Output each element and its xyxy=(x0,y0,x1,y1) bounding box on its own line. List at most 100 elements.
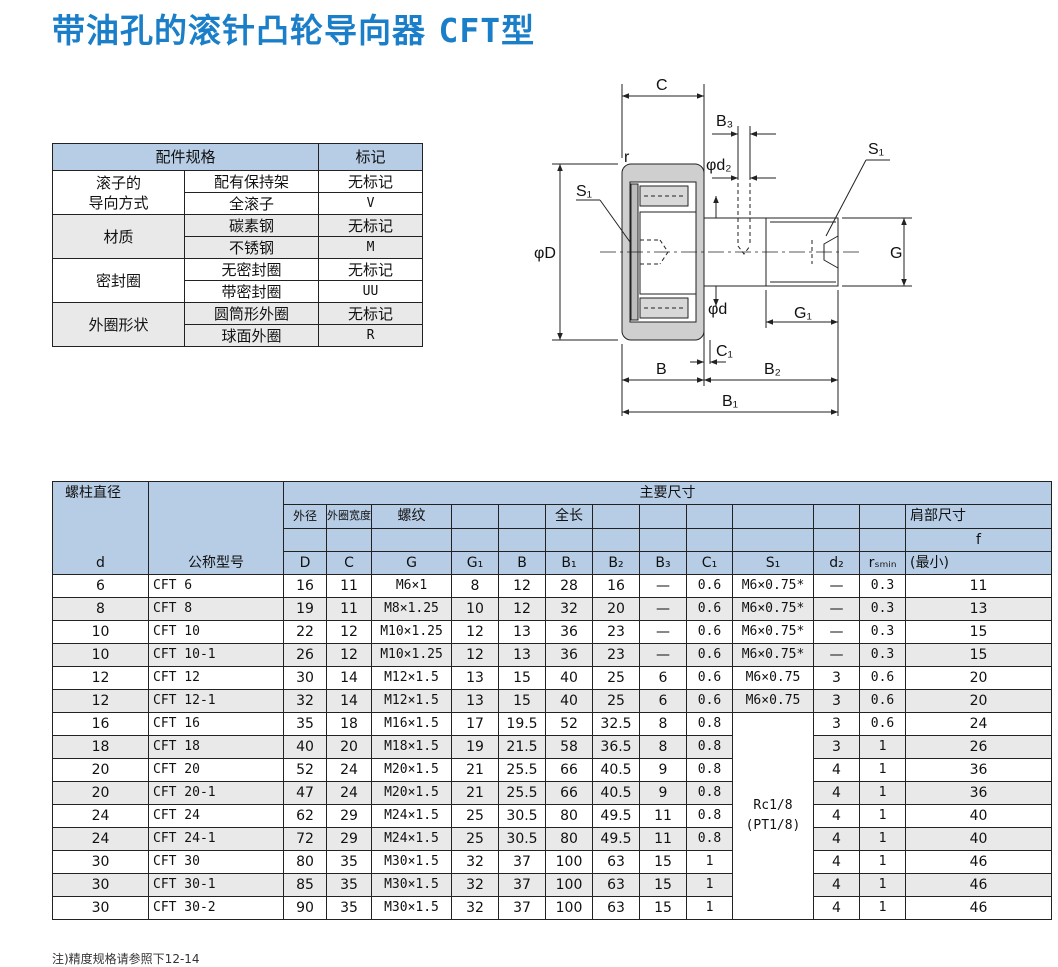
spec-mark: M xyxy=(318,236,423,259)
cell: 15 xyxy=(905,620,1052,644)
cell: 0.8 xyxy=(686,712,733,736)
cell: 36 xyxy=(545,643,593,667)
cell: — xyxy=(639,643,687,667)
cell: M12×1.5 xyxy=(371,666,452,690)
cell: 32 xyxy=(451,873,499,897)
cell: M6×0.75 xyxy=(732,689,814,713)
cell: 22 xyxy=(283,620,327,644)
cell: 0.6 xyxy=(859,689,906,713)
header-bolt-diameter: 螺柱直径 xyxy=(65,485,121,501)
cell: 1 xyxy=(686,896,733,920)
cell: 15 xyxy=(639,873,687,897)
cell: 20 xyxy=(905,666,1052,690)
cell: — xyxy=(813,620,860,644)
cell: 90 xyxy=(283,896,327,920)
cell: 8 xyxy=(451,574,499,598)
cell: 11 xyxy=(326,574,372,598)
cell: 0.6 xyxy=(686,574,733,598)
cell: 24 xyxy=(905,712,1052,736)
cell: 4 xyxy=(813,781,860,805)
header-thread: 螺纹 xyxy=(371,504,452,529)
cell: 30.5 xyxy=(498,804,546,828)
label-S1-right: S₁ xyxy=(868,141,884,158)
cell: 30 xyxy=(52,873,149,897)
cell: 0.6 xyxy=(859,712,906,736)
cell: 20 xyxy=(905,689,1052,713)
cell: 35 xyxy=(283,712,327,736)
spec-group-name: 外圈形状 xyxy=(52,302,185,347)
cell: 36 xyxy=(545,620,593,644)
cell: 37 xyxy=(498,873,546,897)
cell: 3 xyxy=(813,666,860,690)
cell: 24 xyxy=(326,758,372,782)
cell: 12 xyxy=(498,597,546,621)
cell: M6×1 xyxy=(371,574,452,598)
cell: 0.6 xyxy=(686,689,733,713)
cell: 1 xyxy=(859,873,906,897)
cell: 1 xyxy=(859,827,906,851)
cell: 52 xyxy=(283,758,327,782)
header-G1: G₁ xyxy=(451,550,499,576)
header-shoulder: 肩部尺寸 xyxy=(905,504,1052,529)
cell: 6 xyxy=(639,689,687,713)
cell: 16 xyxy=(592,574,640,598)
cell: 28 xyxy=(545,574,593,598)
cell: 21 xyxy=(451,781,499,805)
cell: 40 xyxy=(905,827,1052,851)
cell: 14 xyxy=(326,689,372,713)
cell: 0.8 xyxy=(686,758,733,782)
cell: M24×1.5 xyxy=(371,804,452,828)
cell: 10 xyxy=(52,643,149,667)
footnote: 注)精度规格请参照下12-14 xyxy=(52,952,200,966)
cell: 35 xyxy=(326,896,372,920)
spec-header-mark: 标记 xyxy=(318,143,423,171)
cell: 36.5 xyxy=(592,735,640,759)
cell: 100 xyxy=(545,850,593,874)
cell: 30 xyxy=(52,896,149,920)
cell: 13 xyxy=(498,643,546,667)
cell: 15 xyxy=(498,689,546,713)
cell: 26 xyxy=(283,643,327,667)
cell: M6×0.75* xyxy=(732,574,814,598)
cell: 49.5 xyxy=(592,804,640,828)
label-r: r xyxy=(624,149,630,166)
cell: 0.6 xyxy=(686,666,733,690)
cell: 24 xyxy=(326,781,372,805)
header-f: f xyxy=(905,527,1052,552)
cell: 63 xyxy=(592,850,640,874)
cell: 30.5 xyxy=(498,827,546,851)
header-d2: d₂ xyxy=(813,550,860,576)
cell: 46 xyxy=(905,896,1052,920)
header-outer-width: 外圈宽度 xyxy=(326,504,372,529)
cell: 0.8 xyxy=(686,804,733,828)
label-B1: B₁ xyxy=(722,393,738,410)
cell: 0.3 xyxy=(859,620,906,644)
cell: 3 xyxy=(813,735,860,759)
cell: 23 xyxy=(592,643,640,667)
header-min: (最小) xyxy=(905,550,1052,576)
cell: — xyxy=(639,597,687,621)
spec-header-item: 配件规格 xyxy=(52,143,319,171)
cell: M16×1.5 xyxy=(371,712,452,736)
cell: 25 xyxy=(592,666,640,690)
cell: 0.3 xyxy=(859,574,906,598)
spec-option: 圆筒形外圈 xyxy=(184,302,319,325)
cell: 46 xyxy=(905,850,1052,874)
cell: 52 xyxy=(545,712,593,736)
header-main-dimensions: 主要尺寸 xyxy=(283,480,1052,506)
cell: 11 xyxy=(326,597,372,621)
cell: 80 xyxy=(545,827,593,851)
cell: 100 xyxy=(545,896,593,920)
spec-mark: R xyxy=(318,324,423,347)
